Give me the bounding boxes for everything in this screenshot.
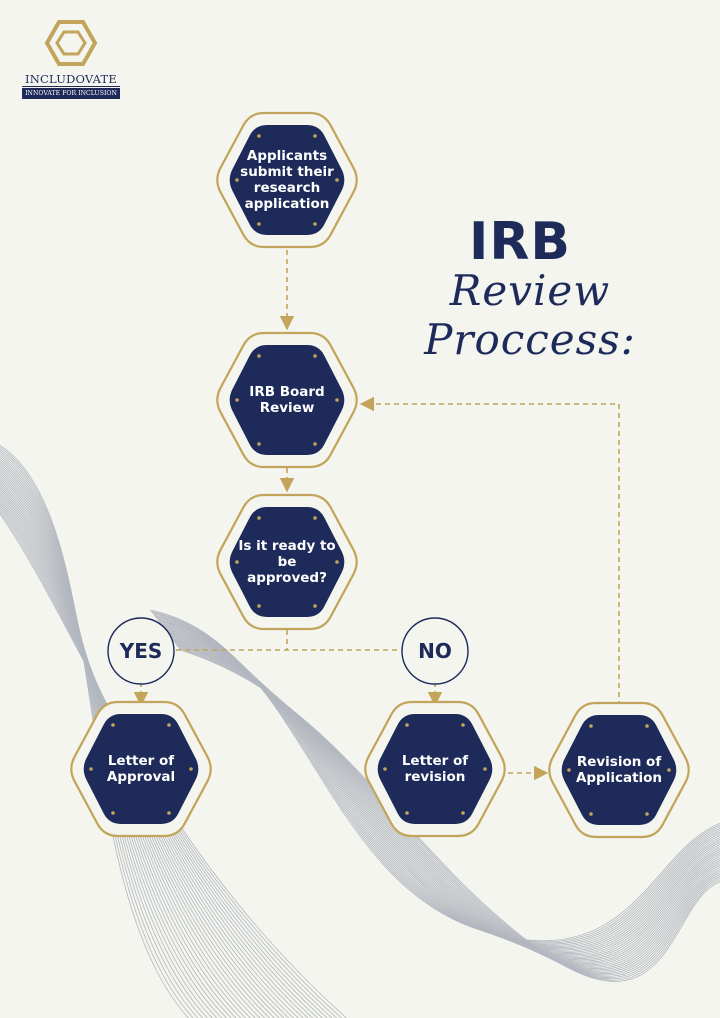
rivet-dot [313, 516, 317, 520]
rivet-dot [257, 134, 261, 138]
logo-name: INCLUDOVATE [22, 72, 120, 87]
node-letter-revision [364, 700, 506, 838]
rivet-dot [313, 222, 317, 226]
rivet-dot [335, 560, 339, 564]
rivet-dot [235, 398, 239, 402]
rivet-dot [405, 811, 409, 815]
rivet-dot [257, 222, 261, 226]
hexagon-logo-icon [44, 20, 98, 66]
rivet-dot [313, 134, 317, 138]
node-approval-fill [83, 714, 199, 824]
rivet-dot [483, 767, 487, 771]
connectors [133, 250, 620, 781]
yes-circle [107, 617, 175, 685]
node-ready [216, 493, 358, 631]
node-revision-application [548, 701, 690, 839]
rivet-dot [89, 767, 93, 771]
branch-no-label: NO [418, 639, 452, 663]
rivet-dot [313, 354, 317, 358]
rivet-dot [111, 723, 115, 727]
rivet-dot [335, 178, 339, 182]
rivet-dot [111, 811, 115, 815]
node-ready-fill [229, 507, 345, 617]
rivet-dot [589, 724, 593, 728]
rivet-dot [461, 723, 465, 727]
node-submit [216, 111, 358, 249]
title-review-process: Review Proccess: [424, 266, 636, 364]
branch-yes-label: YES [119, 639, 163, 663]
rivet-dot [645, 724, 649, 728]
node-board-review-label: IRB Board Review [249, 384, 325, 416]
node-board-review-fill [229, 345, 345, 455]
node-submit-fill [229, 125, 345, 235]
node-revision-application-label: Revision of Application [575, 754, 663, 786]
node-letter-revision-label: Letter of revision [401, 753, 469, 785]
rivet-dot [257, 516, 261, 520]
rivet-dot [405, 723, 409, 727]
rivet-dot [167, 723, 171, 727]
node-revision-application-fill [561, 715, 677, 825]
rivet-dot [645, 812, 649, 816]
rivet-dot [383, 767, 387, 771]
rivet-dot [589, 812, 593, 816]
rivet-dot [257, 604, 261, 608]
no-circle [401, 617, 469, 685]
rivet-dot [235, 178, 239, 182]
rivet-dot [167, 811, 171, 815]
rivet-dot [335, 398, 339, 402]
rivet-dot [567, 768, 571, 772]
node-submit-label: Applicants submit their research applica… [240, 148, 334, 212]
rivet-dot [235, 560, 239, 564]
rivet-dot [313, 442, 317, 446]
hexagon-nodes [70, 111, 690, 839]
rivet-dot [667, 768, 671, 772]
node-board-review [216, 331, 358, 469]
rivet-dot [189, 767, 193, 771]
node-letter-revision-fill [377, 714, 493, 824]
arrow-revision-to-review [359, 396, 620, 706]
title-irb: IRB [468, 212, 572, 272]
rivet-dot [257, 354, 261, 358]
node-approval [70, 700, 212, 838]
rivet-dot [461, 811, 465, 815]
node-ready-label: Is it ready to be approved? [238, 538, 336, 586]
node-approval-label: Letter of Approval [106, 753, 176, 785]
logo-tagline: INNOVATE FOR INCLUSION [22, 88, 120, 99]
rivet-dot [313, 604, 317, 608]
rivet-dot [257, 442, 261, 446]
